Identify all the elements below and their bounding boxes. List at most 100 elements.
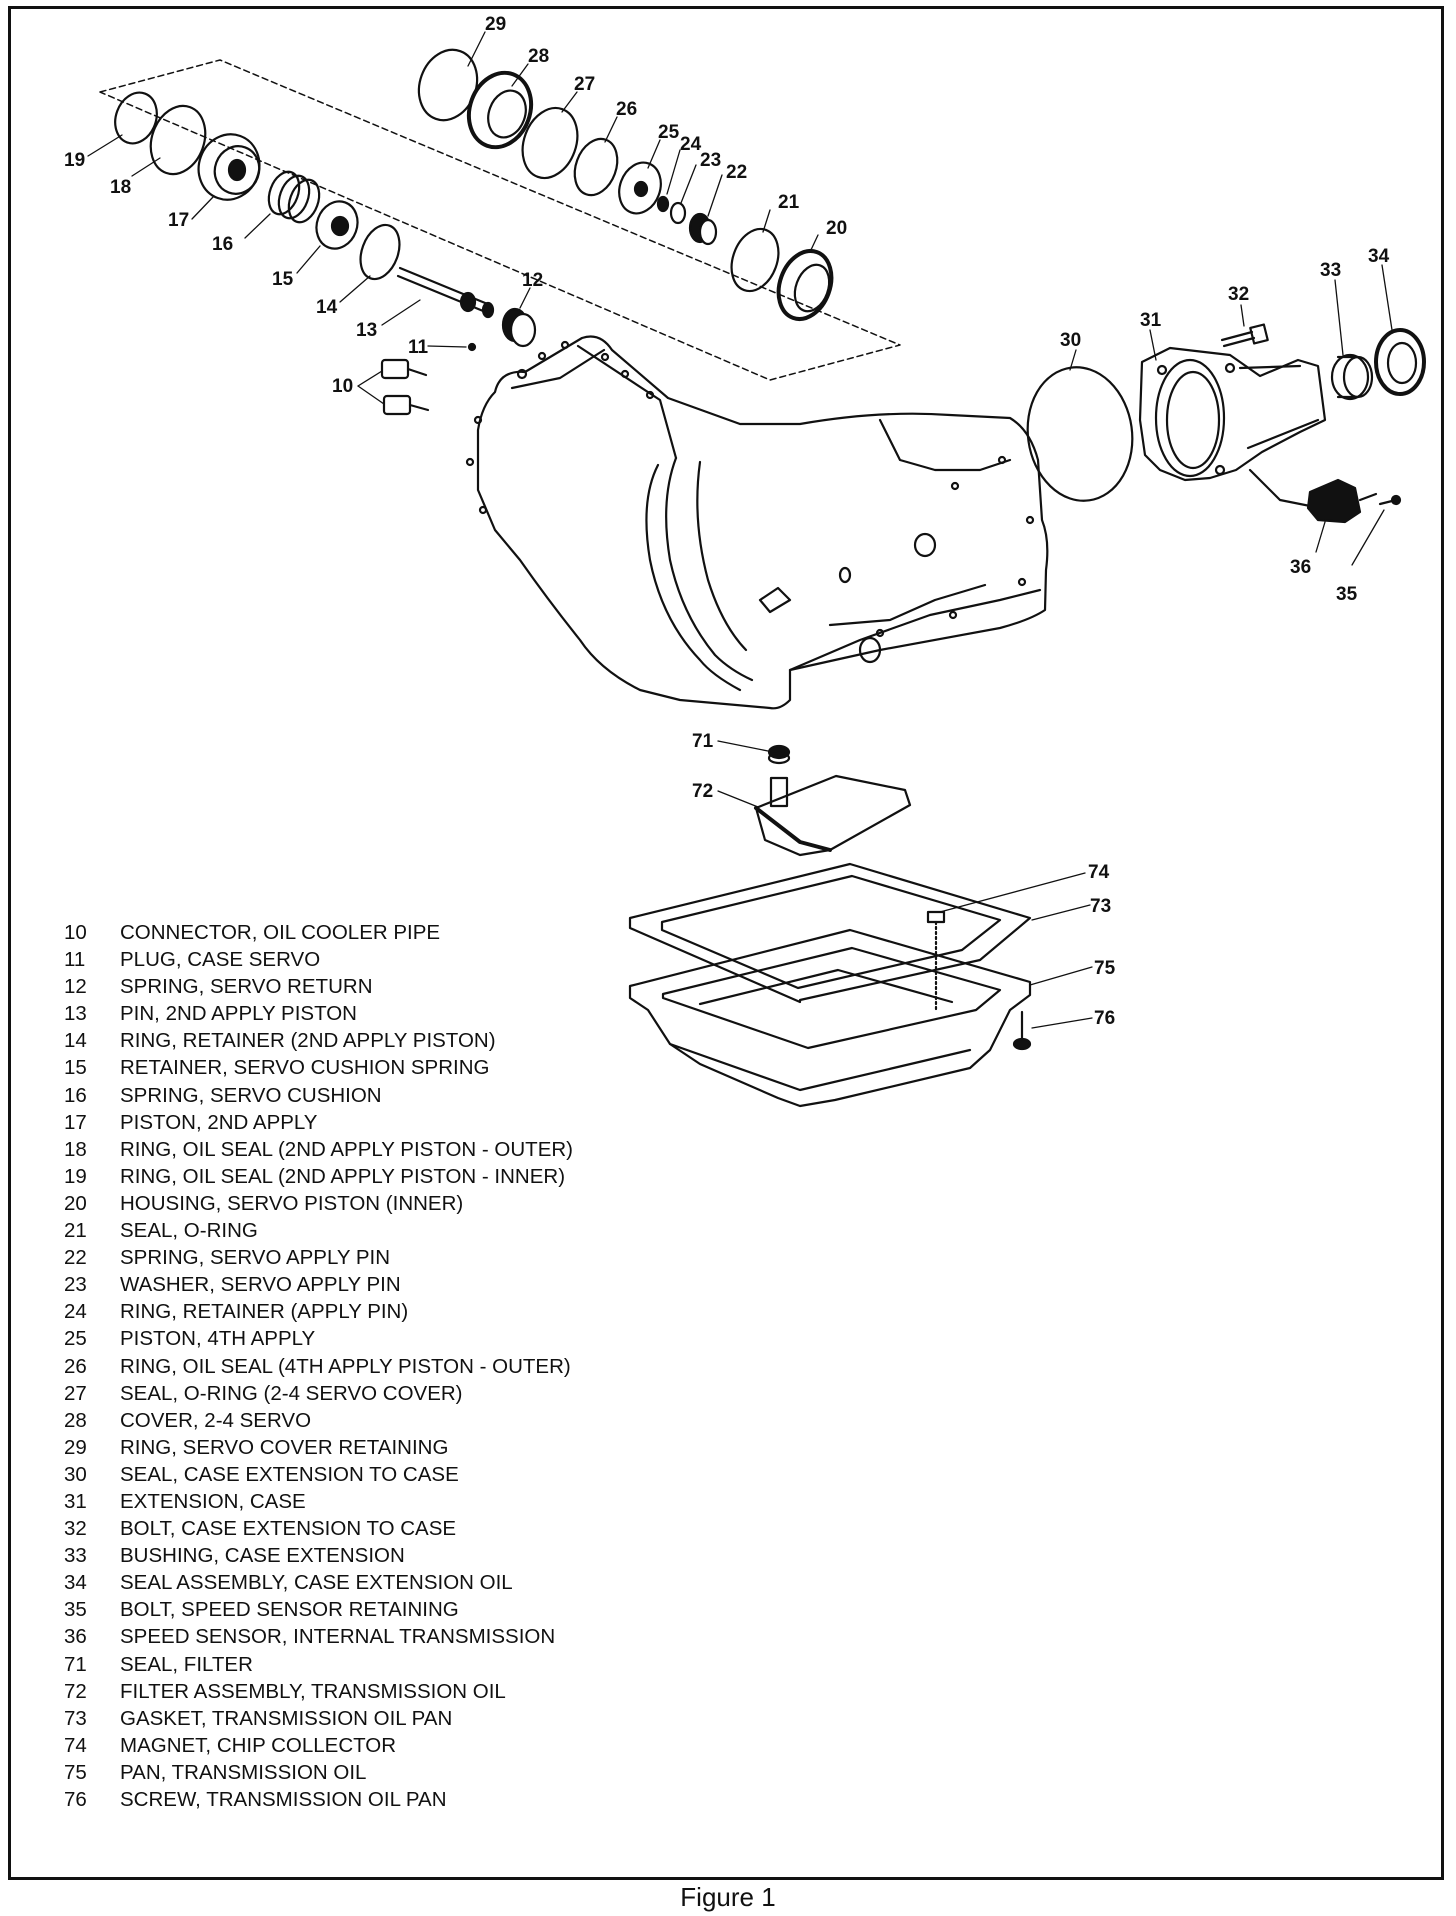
callout-labels: 29 28 27 26 25 24 23 22 21 20 19 18 17 1… xyxy=(64,14,1390,1029)
part-number: 28 xyxy=(64,1408,87,1432)
part-number: 33 xyxy=(64,1544,87,1568)
part-71-filter-seal xyxy=(767,744,791,765)
callout-34: 34 xyxy=(1368,246,1390,267)
callout-19: 19 xyxy=(64,150,85,171)
part-number: 26 xyxy=(64,1354,87,1378)
parts-legend-row: 34 SEAL ASSEMBLY, CASE EXTENSION OIL xyxy=(60,1569,573,1596)
part-12-return-spring xyxy=(501,307,537,348)
part-28-servo-cover xyxy=(466,70,534,150)
part-31-case-extension xyxy=(1138,346,1327,510)
part-number: 17 xyxy=(64,1110,87,1134)
part-22-apply-pin-spring xyxy=(688,212,718,246)
part-34-extension-oil-seal xyxy=(1374,328,1426,396)
part-number: 14 xyxy=(64,1029,87,1053)
part-description: PIN, 2ND APPLY PISTON xyxy=(120,1002,357,1026)
part-number: 75 xyxy=(64,1760,87,1784)
callout-15: 15 xyxy=(272,269,294,290)
callout-32: 32 xyxy=(1228,284,1249,305)
parts-legend-row: 27 SEAL, O-RING (2-4 SERVO COVER) xyxy=(60,1380,573,1407)
parts-legend-row: 33 BUSHING, CASE EXTENSION xyxy=(60,1542,573,1569)
part-description: FILTER ASSEMBLY, TRANSMISSION OIL xyxy=(120,1679,506,1703)
part-number: 18 xyxy=(64,1137,87,1161)
part-23-apply-pin-washer xyxy=(669,201,687,225)
part-13-apply-pin xyxy=(396,266,495,319)
part-number: 11 xyxy=(64,948,86,972)
callout-12: 12 xyxy=(522,270,543,291)
part-20-servo-piston-housing xyxy=(776,249,834,321)
part-description: WASHER, SERVO APPLY PIN xyxy=(120,1273,401,1297)
callout-22: 22 xyxy=(726,162,747,183)
part-description: HOUSING, SERVO PISTON (INNER) xyxy=(120,1191,464,1215)
part-24-apply-pin-ring xyxy=(656,195,670,213)
callout-25: 25 xyxy=(658,122,680,143)
part-number: 71 xyxy=(64,1652,87,1676)
part-description: CONNECTOR, OIL COOLER PIPE xyxy=(120,921,441,944)
part-number: 16 xyxy=(64,1083,87,1107)
parts-legend-row: 14 RING, RETAINER (2ND APPLY PISTON) xyxy=(60,1027,573,1054)
part-description: SCREW, TRANSMISSION OIL PAN xyxy=(120,1788,447,1811)
part-15-spring-retainer xyxy=(315,200,359,250)
part-32-extension-bolt xyxy=(1220,323,1269,348)
part-number: 27 xyxy=(64,1381,87,1405)
callout-29: 29 xyxy=(485,14,506,35)
part-description: BOLT, SPEED SENSOR RETAINING xyxy=(120,1598,459,1622)
part-description: SPRING, SERVO APPLY PIN xyxy=(120,1246,391,1270)
part-29-cover-retaining-ring xyxy=(417,48,479,122)
part-description: SEAL, O-RING xyxy=(120,1219,258,1243)
part-description: EXTENSION, CASE xyxy=(120,1489,306,1513)
callout-73: 73 xyxy=(1090,896,1111,917)
callout-27: 27 xyxy=(574,74,595,95)
callout-75: 75 xyxy=(1094,958,1116,979)
part-description: RING, RETAINER (2ND APPLY PISTON) xyxy=(120,1029,496,1053)
callout-76: 76 xyxy=(1094,1008,1115,1029)
callout-28: 28 xyxy=(528,46,549,67)
part-number: 23 xyxy=(64,1273,87,1297)
part-30-extension-seal xyxy=(1026,366,1134,502)
part-description: SPRING, SERVO RETURN xyxy=(120,975,373,999)
part-description: RETAINER, SERVO CUSHION SPRING xyxy=(120,1056,490,1080)
part-number: 15 xyxy=(64,1056,87,1080)
part-14-retainer-ring xyxy=(359,223,401,281)
parts-legend-row: 28 COVER, 2-4 SERVO xyxy=(60,1407,573,1434)
part-number: 22 xyxy=(64,1246,87,1270)
parts-legend-row: 23 WASHER, SERVO APPLY PIN xyxy=(60,1271,573,1298)
parts-legend-row: 20 HOUSING, SERVO PISTON (INNER) xyxy=(60,1190,573,1217)
callout-17: 17 xyxy=(168,210,189,231)
parts-legend-row: 12 SPRING, SERVO RETURN xyxy=(60,973,573,1000)
servo-assembly-group-outline xyxy=(99,59,901,381)
part-number: 31 xyxy=(64,1489,87,1513)
part-16-cushion-spring xyxy=(267,170,321,224)
transmission-case xyxy=(465,335,1049,710)
part-76-pan-screw xyxy=(1012,1010,1032,1051)
part-description: BUSHING, CASE EXTENSION xyxy=(120,1544,405,1568)
callout-71: 71 xyxy=(692,731,714,752)
part-21-o-ring xyxy=(730,227,780,293)
parts-legend-row: 15 RETAINER, SERVO CUSHION SPRING xyxy=(60,1054,573,1081)
part-description: SEAL, O-RING (2-4 SERVO COVER) xyxy=(120,1381,463,1405)
part-number: 21 xyxy=(64,1219,87,1243)
callout-11: 11 xyxy=(408,337,429,358)
part-35-sensor-bolt xyxy=(1378,494,1402,506)
parts-legend-row: 31 EXTENSION, CASE xyxy=(60,1488,573,1515)
part-description: COVER, 2-4 SERVO xyxy=(120,1408,312,1432)
part-17-2nd-apply-piston xyxy=(197,133,261,201)
part-number: 12 xyxy=(64,975,87,999)
part-number: 20 xyxy=(64,1191,87,1215)
callout-20: 20 xyxy=(826,218,847,239)
part-number: 34 xyxy=(64,1571,87,1595)
callout-30: 30 xyxy=(1060,330,1081,351)
part-description: RING, SERVO COVER RETAINING xyxy=(120,1435,449,1459)
leader-lines xyxy=(87,31,1393,1029)
callout-33: 33 xyxy=(1320,260,1341,281)
part-description: SEAL ASSEMBLY, CASE EXTENSION OIL xyxy=(120,1571,513,1595)
